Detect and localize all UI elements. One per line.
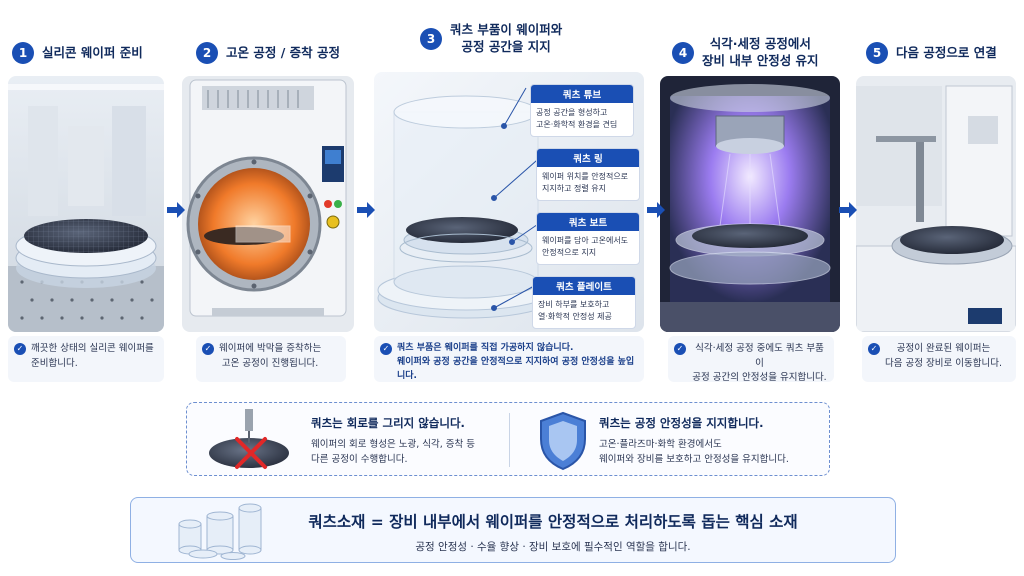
- step-5-header: 5 다음 공정으로 연결: [866, 42, 997, 64]
- step-1-header: 1 실리콘 웨이퍼 준비: [12, 42, 143, 64]
- caption-line: 웨이퍼와 공정 공간을 안정적으로 지지하여 공정 안정성을 높입니다.: [397, 356, 635, 381]
- label-title: 쿼츠 링: [537, 149, 639, 167]
- label-title: 쿼츠 보트: [537, 213, 639, 231]
- check-icon: ✓: [14, 343, 26, 355]
- desc-line: 고온·플라즈마·화학 환경에서도: [599, 439, 722, 450]
- label-desc-line: 열·화학적 안정성 제공: [538, 312, 612, 321]
- step-title-line: 공정 공간을 지지: [461, 38, 551, 54]
- caption-line: 공정 공간의 안정성을 유지합니다.: [692, 372, 827, 384]
- step-2-image: [182, 76, 354, 332]
- right-arrow-icon: [167, 202, 185, 218]
- label-desc-line: 웨이퍼 위치를 안정적으로: [542, 172, 629, 181]
- desc-line: 웨이퍼의 회로 형성은 노광, 식각, 증착 등: [311, 439, 475, 450]
- caption-line: 다음 공정 장비로 이동합니다.: [885, 357, 1002, 369]
- desc-line: 웨이퍼와 장비를 보호하고 안정성을 유지합니다.: [599, 454, 789, 466]
- step-title: 고온 공정 / 증착 공정: [226, 44, 340, 60]
- step-number: 1: [12, 42, 34, 64]
- right-arrow-icon: [357, 202, 375, 218]
- label-desc-line: 안정적으로 지지: [542, 248, 597, 257]
- summary-subtitle: 공정 안정성 · 수율 향상 · 장비 보호에 필수적인 역할을 합니다.: [415, 541, 691, 553]
- check-icon: ✓: [380, 343, 392, 355]
- label-desc-line: 고온·화학적 환경을 견딤: [536, 120, 618, 129]
- step-3-header: 3 쿼츠 부품이 웨이퍼와 공정 공간을 지지: [420, 22, 562, 56]
- step-title-line: 식각·세정 공정에서: [709, 36, 811, 51]
- step-number: 3: [420, 27, 442, 50]
- caption-line: 식각·세정 공정 중에도 쿼츠 부품이: [695, 343, 824, 369]
- desc-line: 다른 공정이 수행합니다.: [311, 454, 408, 466]
- step-2-header: 2 고온 공정 / 증착 공정: [196, 42, 340, 64]
- step-title: 쿼츠 부품이 웨이퍼와 공정 공간을 지지: [450, 22, 562, 56]
- check-icon: ✓: [202, 343, 214, 355]
- label-title: 쿼츠 튜브: [531, 85, 633, 103]
- caption-line: 준비합니다.: [31, 357, 78, 369]
- step-5-image: [856, 76, 1016, 332]
- step-title: 실리콘 웨이퍼 준비: [42, 44, 143, 60]
- label-title: 쿼츠 플레이트: [533, 277, 635, 295]
- summary-box: 쿼츠소재 = 장비 내부에서 웨이퍼를 안정적으로 처리하도록 돕는 핵심 소재…: [130, 497, 896, 563]
- label-desc-line: 지지하고 정렬 유지: [542, 184, 606, 193]
- quartz-no-circuit-title: 쿼츠는 회로를 그리지 않습니다.: [311, 416, 465, 430]
- step-title-line: 장비 내부 안정성 유지: [702, 52, 819, 68]
- caption-line: 웨이퍼에 박막을 증착하는: [219, 343, 322, 354]
- quartz-stability-title: 쿼츠는 공정 안정성을 지지합니다.: [599, 416, 764, 430]
- wafer-cleanroom-illustration: [8, 76, 164, 332]
- right-arrow-icon: [839, 202, 857, 218]
- step-3-caption: ✓ 쿼츠 부품은 웨이퍼를 직접 가공하지 않습니다. 웨이퍼와 공정 공간을 안…: [374, 336, 644, 382]
- step-1-image: [8, 76, 164, 332]
- caption-line: 깨끗한 상태의 실리콘 웨이퍼를: [31, 343, 154, 354]
- step-title: 식각·세정 공정에서 장비 내부 안정성 유지: [702, 36, 819, 70]
- step-number: 4: [672, 41, 694, 64]
- next-tool-illustration: [856, 76, 1016, 332]
- shield-icon: [540, 411, 586, 471]
- step-4-image: [660, 76, 840, 332]
- step-number: 5: [866, 42, 888, 64]
- furnace-illustration: [182, 76, 354, 332]
- step-title: 다음 공정으로 연결: [896, 44, 997, 60]
- step-number: 2: [196, 42, 218, 64]
- caption-line: 쿼츠 부품은 웨이퍼를 직접 가공하지 않습니다.: [397, 343, 574, 353]
- plasma-chamber-illustration: [660, 76, 840, 332]
- quartz-parts-icon: [178, 503, 262, 560]
- label-desc-line: 공정 공간을 형성하고: [536, 108, 608, 117]
- check-icon: ✓: [674, 343, 686, 355]
- divider: [509, 413, 510, 467]
- quartz-role-box: 쿼츠는 회로를 그리지 않습니다. 웨이퍼의 회로 형성은 노광, 식각, 증착…: [186, 402, 830, 476]
- caption-line: 공정이 완료된 웨이퍼는: [896, 343, 991, 354]
- right-arrow-icon: [647, 202, 665, 218]
- step-4-header: 4 식각·세정 공정에서 장비 내부 안정성 유지: [672, 36, 819, 70]
- summary-title: 쿼츠소재 = 장비 내부에서 웨이퍼를 안정적으로 처리하도록 돕는 핵심 소재: [308, 513, 798, 531]
- step-title-line: 쿼츠 부품이 웨이퍼와: [450, 22, 563, 37]
- check-icon: ✓: [868, 343, 880, 355]
- wafer-no-circuit-illustration: [209, 409, 289, 469]
- caption-line: 고온 공정이 진행됩니다.: [221, 357, 319, 369]
- cross-icon: [235, 437, 267, 469]
- label-desc-line: 장비 하부를 보호하고: [538, 300, 610, 309]
- label-desc-line: 웨이퍼를 담아 고온에서도: [542, 236, 629, 245]
